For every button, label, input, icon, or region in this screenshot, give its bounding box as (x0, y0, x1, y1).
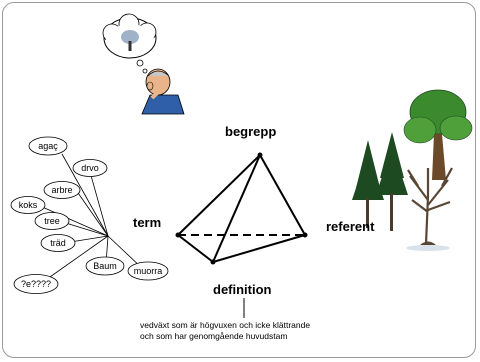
thinking-person-icon (141, 68, 185, 115)
tetrahedron (177, 154, 306, 263)
word-bubble: agaç (28, 136, 68, 156)
word-label: träd (50, 238, 66, 248)
word-bubble: Baum (85, 256, 125, 276)
word-label: Baum (93, 261, 117, 271)
word-bubble: muorra (127, 261, 169, 281)
word-bubble: tree (34, 212, 70, 230)
word-bubble: drvo (72, 159, 108, 177)
referent-label: referent (326, 219, 375, 234)
word-label: ?e???? (21, 279, 51, 289)
word-label: tree (44, 216, 60, 226)
word-label: koks (19, 200, 38, 210)
definition-line-1: vedväxt som är högvuxen och icke klättra… (140, 320, 311, 330)
term-fan-lines (39, 153, 145, 285)
definition-text: vedväxt som är högvuxen och icke klättra… (140, 320, 400, 342)
trees-illustration (352, 89, 473, 251)
definition-line-2: och som har genomgående huvudstam (140, 331, 288, 341)
definition-label: definition (213, 282, 272, 297)
word-label: muorra (134, 266, 163, 276)
begrepp-label: begrepp (225, 124, 277, 139)
word-label: drvo (81, 163, 99, 173)
word-label: agaç (38, 141, 58, 151)
word-bubble: koks (10, 196, 46, 214)
term-label: term (133, 215, 162, 230)
word-bubble: arbre (43, 181, 81, 199)
thought-bubble-tree-icon (102, 13, 157, 74)
word-label: arbre (51, 185, 72, 195)
word-bubble: träd (40, 234, 76, 252)
word-bubble: ?e???? (13, 274, 59, 294)
